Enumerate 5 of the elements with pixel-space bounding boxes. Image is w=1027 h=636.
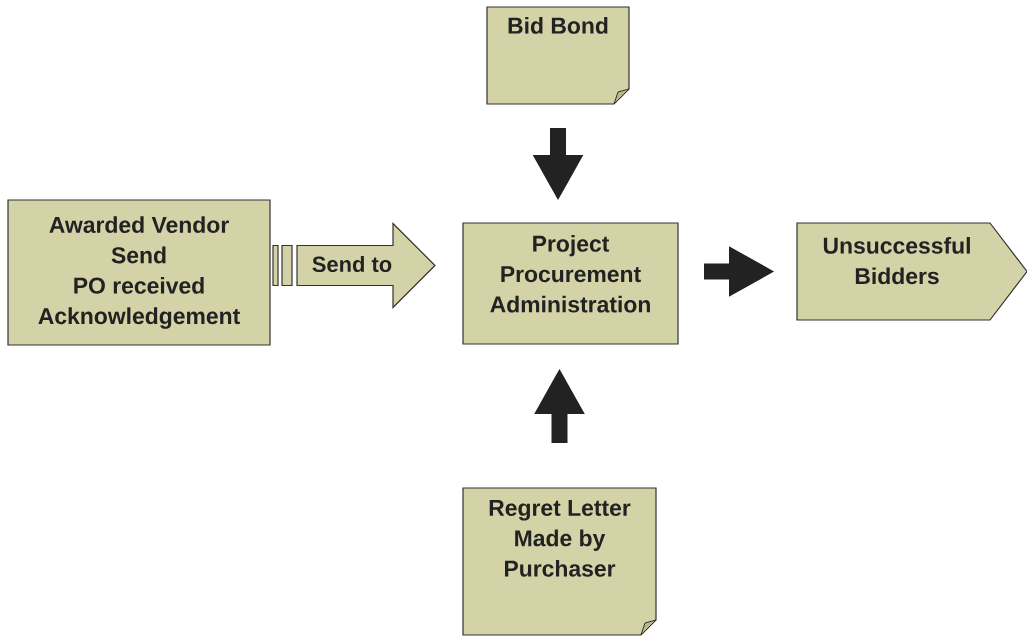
process-box: Project Procurement Administration — [462, 222, 679, 345]
note-card: Regret Letter Made by Purchaser — [462, 487, 657, 636]
process-box: Awarded Vendor Send PO received Acknowledgement — [7, 199, 271, 346]
pentagon-box: Unsuccessful Bidders — [796, 222, 1027, 321]
note-card: Bid Bond — [486, 6, 630, 105]
